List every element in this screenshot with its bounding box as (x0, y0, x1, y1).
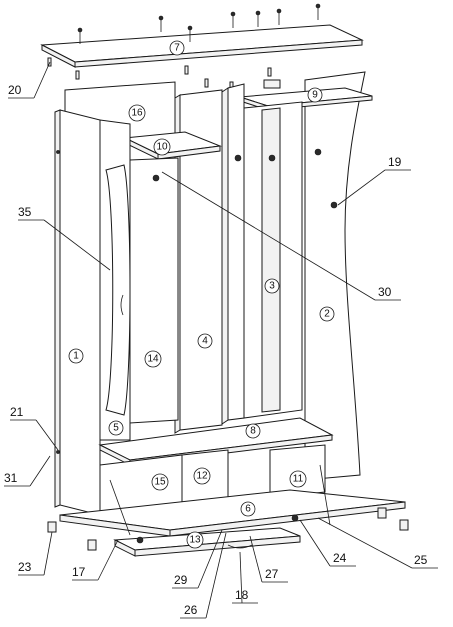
panel-number-7: 7 (169, 40, 185, 56)
svg-text:7: 7 (174, 43, 180, 54)
svg-text:26: 26 (184, 603, 198, 617)
callout-29: 29 (172, 529, 223, 589)
panel-number-3: 3 (264, 278, 280, 294)
callout-20: 20 (8, 61, 51, 99)
mirror-door-5 (99, 119, 131, 441)
middle-divider (221, 83, 245, 425)
top-screws (77, 3, 321, 44)
panel-number-16: 16 (128, 104, 146, 122)
shelf-10 (123, 131, 222, 160)
panel-number-4: 4 (197, 333, 213, 349)
panel-number-5: 5 (108, 420, 124, 436)
callout-30: 30 (161, 171, 401, 301)
svg-text:15: 15 (154, 477, 166, 488)
svg-text:1: 1 (73, 351, 79, 362)
callout-23: 23 (18, 531, 53, 576)
callout-21: 21 (10, 405, 59, 451)
svg-text:13: 13 (189, 535, 201, 546)
svg-text:14: 14 (147, 354, 159, 365)
callout-26: 26 (180, 532, 227, 619)
top-panel-7 (40, 24, 364, 68)
svg-text:29: 29 (174, 573, 188, 587)
bottom-panel-6 (59, 489, 406, 537)
panel-number-10: 10 (153, 138, 171, 156)
svg-text:3: 3 (269, 281, 275, 292)
panel-number-11: 11 (289, 470, 307, 488)
callout-27: 27 (249, 535, 288, 583)
svg-text:11: 11 (293, 474, 304, 485)
svg-text:19: 19 (388, 155, 402, 169)
svg-text:23: 23 (18, 560, 32, 574)
callout-35: 35 (18, 205, 111, 271)
svg-text:35: 35 (18, 205, 32, 219)
callout-25: 25 (317, 517, 438, 569)
svg-text:17: 17 (72, 565, 86, 579)
hardware (47, 148, 409, 551)
svg-text:8: 8 (250, 426, 256, 437)
svg-text:5: 5 (113, 423, 119, 434)
panel-number-14: 14 (144, 350, 162, 368)
left-side-panel-1 (54, 109, 101, 516)
svg-text:9: 9 (312, 90, 318, 101)
svg-text:18: 18 (235, 588, 249, 602)
svg-text:6: 6 (245, 504, 251, 515)
panel-number-12: 12 (193, 467, 211, 485)
svg-text:27: 27 (265, 567, 279, 581)
svg-text:25: 25 (414, 553, 428, 567)
divider-panel-3 (243, 79, 303, 419)
svg-text:30: 30 (378, 285, 392, 299)
panel-number-1: 1 (68, 348, 84, 364)
svg-text:31: 31 (4, 471, 18, 485)
inner-back-panel-14 (129, 157, 179, 424)
panel-number-6: 6 (240, 501, 256, 517)
panel-number-9: 9 (307, 87, 323, 103)
callout-19: 19 (337, 155, 411, 206)
panel-number-13: 13 (186, 531, 204, 549)
svg-text:10: 10 (156, 142, 168, 153)
panel-number-15: 15 (151, 473, 169, 491)
svg-text:20: 20 (8, 83, 22, 97)
callout-17: 17 (72, 539, 119, 581)
callout-24: 24 (299, 519, 356, 567)
panel-number-8: 8 (245, 423, 261, 439)
panel-number-2: 2 (319, 306, 335, 322)
callout-31: 31 (4, 455, 51, 487)
svg-text:16: 16 (131, 108, 143, 119)
plinth-13 (113, 527, 301, 557)
svg-text:4: 4 (202, 336, 208, 347)
svg-text:12: 12 (196, 471, 208, 482)
top-dowels (47, 57, 272, 91)
callout-18: 18 (232, 551, 258, 604)
svg-text:21: 21 (10, 405, 24, 419)
svg-text:24: 24 (333, 551, 347, 565)
svg-text:2: 2 (324, 309, 330, 320)
